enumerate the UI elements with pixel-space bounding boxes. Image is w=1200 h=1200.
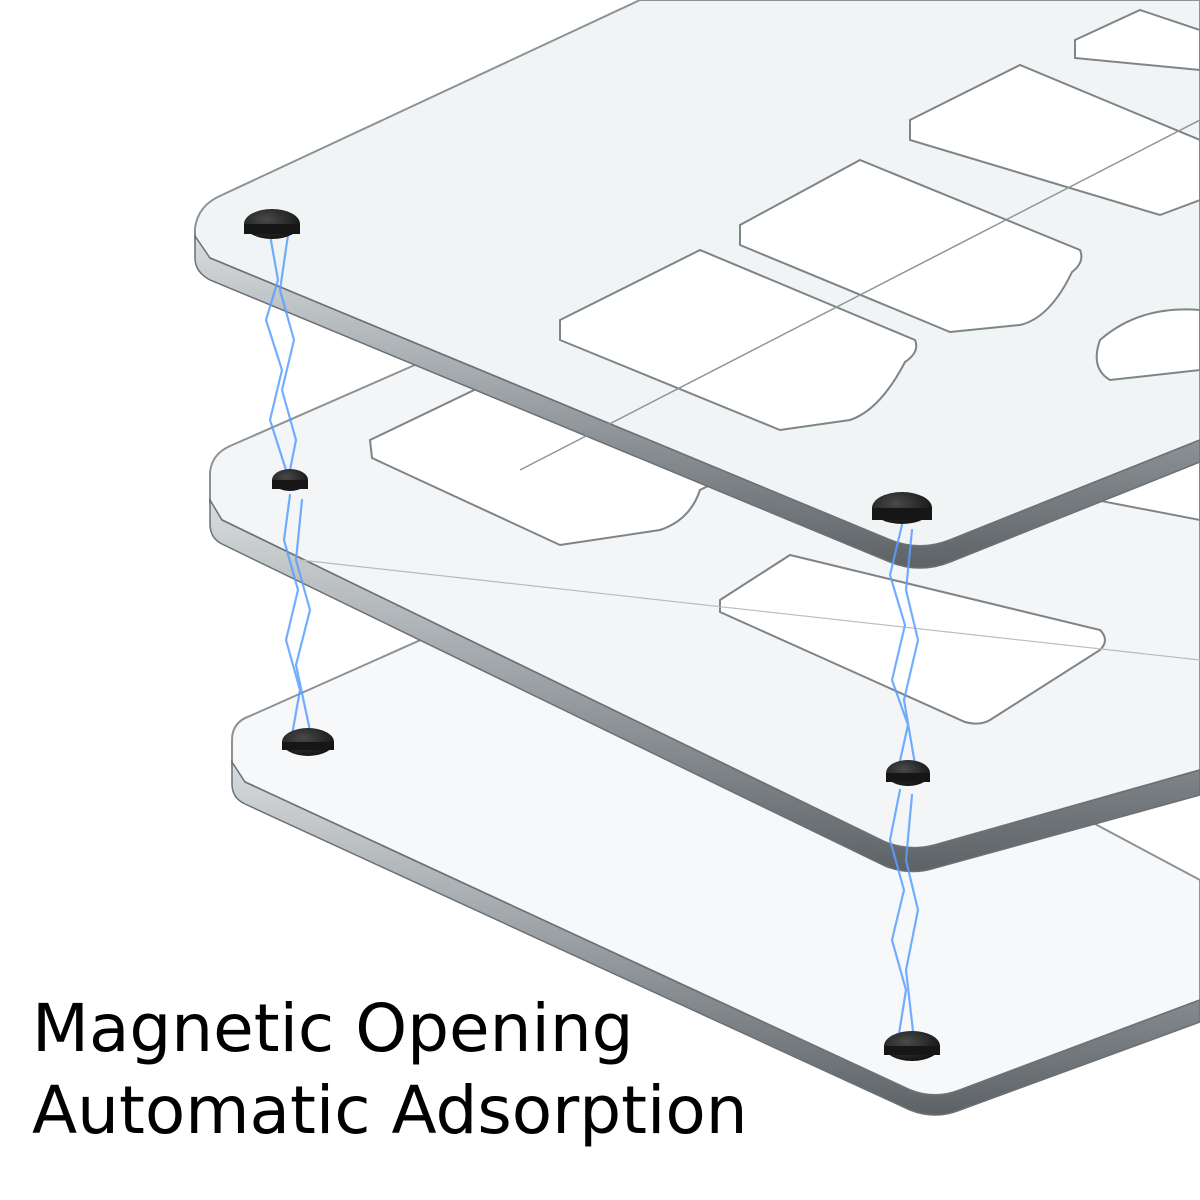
caption: Magnetic Opening Automatic Adsorption: [32, 988, 748, 1152]
top-plate: [194, 0, 1200, 661]
lightning-icon: [264, 233, 920, 1042]
caption-line-2: Automatic Adsorption: [32, 1072, 748, 1149]
caption-line-1: Magnetic Opening: [32, 990, 634, 1067]
bottom-plate: [231, 558, 1200, 1116]
magnet-icon: [244, 209, 940, 1061]
